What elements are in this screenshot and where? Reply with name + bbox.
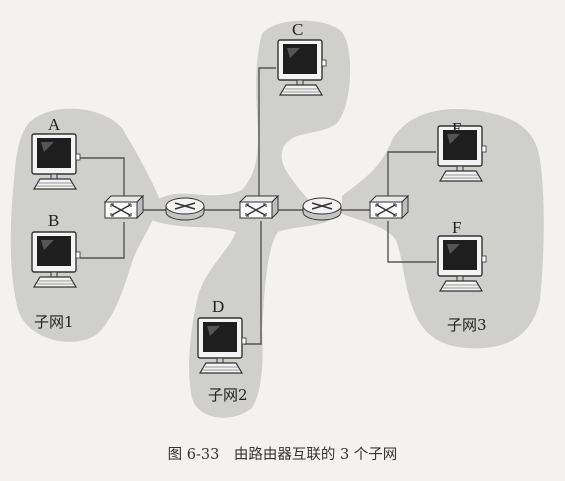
subnet2-area (142, 20, 351, 418)
label-host-b: B (48, 211, 59, 230)
switch-subnet1-icon (104, 195, 144, 219)
subnet3-area (342, 109, 544, 349)
figure-caption: 图 6-33 由路由器互联的 3 个子网 (167, 447, 398, 463)
label-host-f: F (452, 218, 461, 237)
label-host-a: A (48, 115, 61, 134)
label-subnet2: 子网2 (208, 386, 248, 404)
router-1-icon (165, 197, 205, 221)
label-host-c: C (292, 20, 303, 39)
router-2-icon (302, 197, 342, 221)
label-host-e: E (452, 119, 462, 138)
label-subnet1: 子网1 (34, 313, 74, 331)
label-host-d: D (212, 297, 224, 316)
switch-subnet2-icon (239, 195, 279, 219)
label-subnet3: 子网3 (447, 316, 487, 334)
links (80, 67, 436, 345)
switch-subnet3-icon (369, 195, 409, 219)
